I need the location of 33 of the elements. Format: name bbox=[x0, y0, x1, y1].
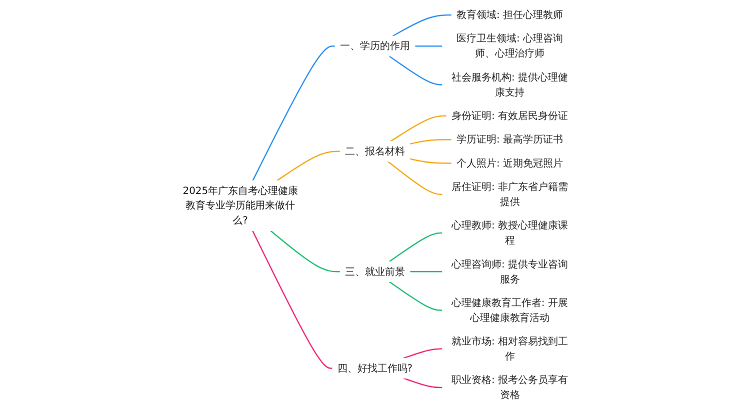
node-text: 个人照片: 近期免冠照片 bbox=[456, 157, 563, 169]
node-text: 学历证明: 最高学历证书 bbox=[456, 133, 563, 146]
node-text: 2025年广东自考心理健康教育专业学历能用来做什么? bbox=[182, 184, 298, 226]
node-text: 心理咨询师: 提供专业咨询服务 bbox=[452, 258, 568, 285]
connector bbox=[403, 348, 442, 359]
node-text: 职业资格: 报考公务员享有资格 bbox=[452, 374, 568, 401]
node-text: 心理健康教育工作者: 开展心理健康教育活动 bbox=[452, 296, 568, 324]
node-text: 一、学历的作用 bbox=[340, 40, 410, 52]
connector bbox=[388, 281, 442, 311]
connector bbox=[276, 150, 340, 182]
connector bbox=[388, 232, 442, 262]
connector bbox=[410, 158, 452, 164]
connector bbox=[410, 271, 442, 272]
connector bbox=[388, 56, 442, 86]
node-text: 教育领域: 担任心理教师 bbox=[456, 8, 563, 21]
node-text: 就业市场: 相对容易找到工作 bbox=[452, 335, 568, 362]
node-text: 身份证明: 有效居民身份证 bbox=[452, 110, 568, 122]
node-text: 心理教师: 教授心理健康课程 bbox=[452, 219, 568, 246]
connector bbox=[252, 230, 332, 369]
node-text: 二、报名材料 bbox=[345, 145, 405, 158]
node-text: 居住证明: 非广东省户籍需提供 bbox=[452, 180, 568, 208]
connector bbox=[390, 115, 447, 142]
connector bbox=[410, 138, 452, 144]
connector bbox=[252, 45, 336, 181]
node-text: 医疗卫生领域: 心理咨询师、心理治疗师 bbox=[456, 32, 563, 60]
node-text: 三、就业前景 bbox=[345, 265, 405, 278]
node-text: 社会服务机构: 提供心理健康支持 bbox=[452, 71, 568, 98]
connector bbox=[387, 160, 442, 196]
connector bbox=[403, 378, 442, 388]
node-text: 四、好找工作吗? bbox=[337, 362, 413, 374]
connector bbox=[392, 14, 452, 37]
connector bbox=[270, 230, 340, 272]
connector bbox=[414, 45, 442, 47]
